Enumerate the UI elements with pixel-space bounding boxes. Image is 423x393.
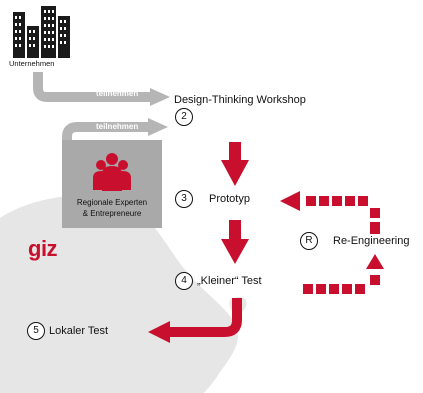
experts-label-line2: & Entrepreneure <box>82 209 142 218</box>
arrow-label-middle: teilnehmen <box>96 122 139 131</box>
company-label: Unternehmen <box>9 59 55 68</box>
arrow-workshop-to-prototype <box>221 142 249 186</box>
arrow-label-top: teilnehmen <box>96 89 139 98</box>
experts-label-line1: Regionale Experten <box>76 198 148 207</box>
participation-arrow-company-head <box>150 88 170 106</box>
experts-label: Regionale Experten & Entrepreneure <box>62 197 162 219</box>
participation-arrow-experts-head <box>148 118 168 136</box>
giz-logo: giz <box>28 236 58 261</box>
step-number-workshop: 2 <box>175 108 193 126</box>
step-number-prototype: 3 <box>175 190 193 208</box>
arrow-test-to-local <box>148 298 242 343</box>
step-number-reengineering: R <box>300 232 318 250</box>
stage-small-test-label: „Kleiner“ Test <box>197 275 262 287</box>
step-number-small-test: 4 <box>175 272 193 290</box>
participation-arrow-experts <box>62 122 150 145</box>
stage-workshop-label: Design-Thinking Workshop <box>174 94 306 106</box>
stage-prototype-label: Prototyp <box>209 193 250 205</box>
arrow-prototype-to-test <box>221 220 249 264</box>
arrow-reengineering-loop <box>280 191 384 294</box>
stage-local-test-label: Lokaler Test <box>49 325 109 337</box>
stage-reengineering-label: Re-Engineering <box>333 235 410 247</box>
participation-arrow-company <box>33 72 152 102</box>
step-number-local-test: 5 <box>27 322 45 340</box>
